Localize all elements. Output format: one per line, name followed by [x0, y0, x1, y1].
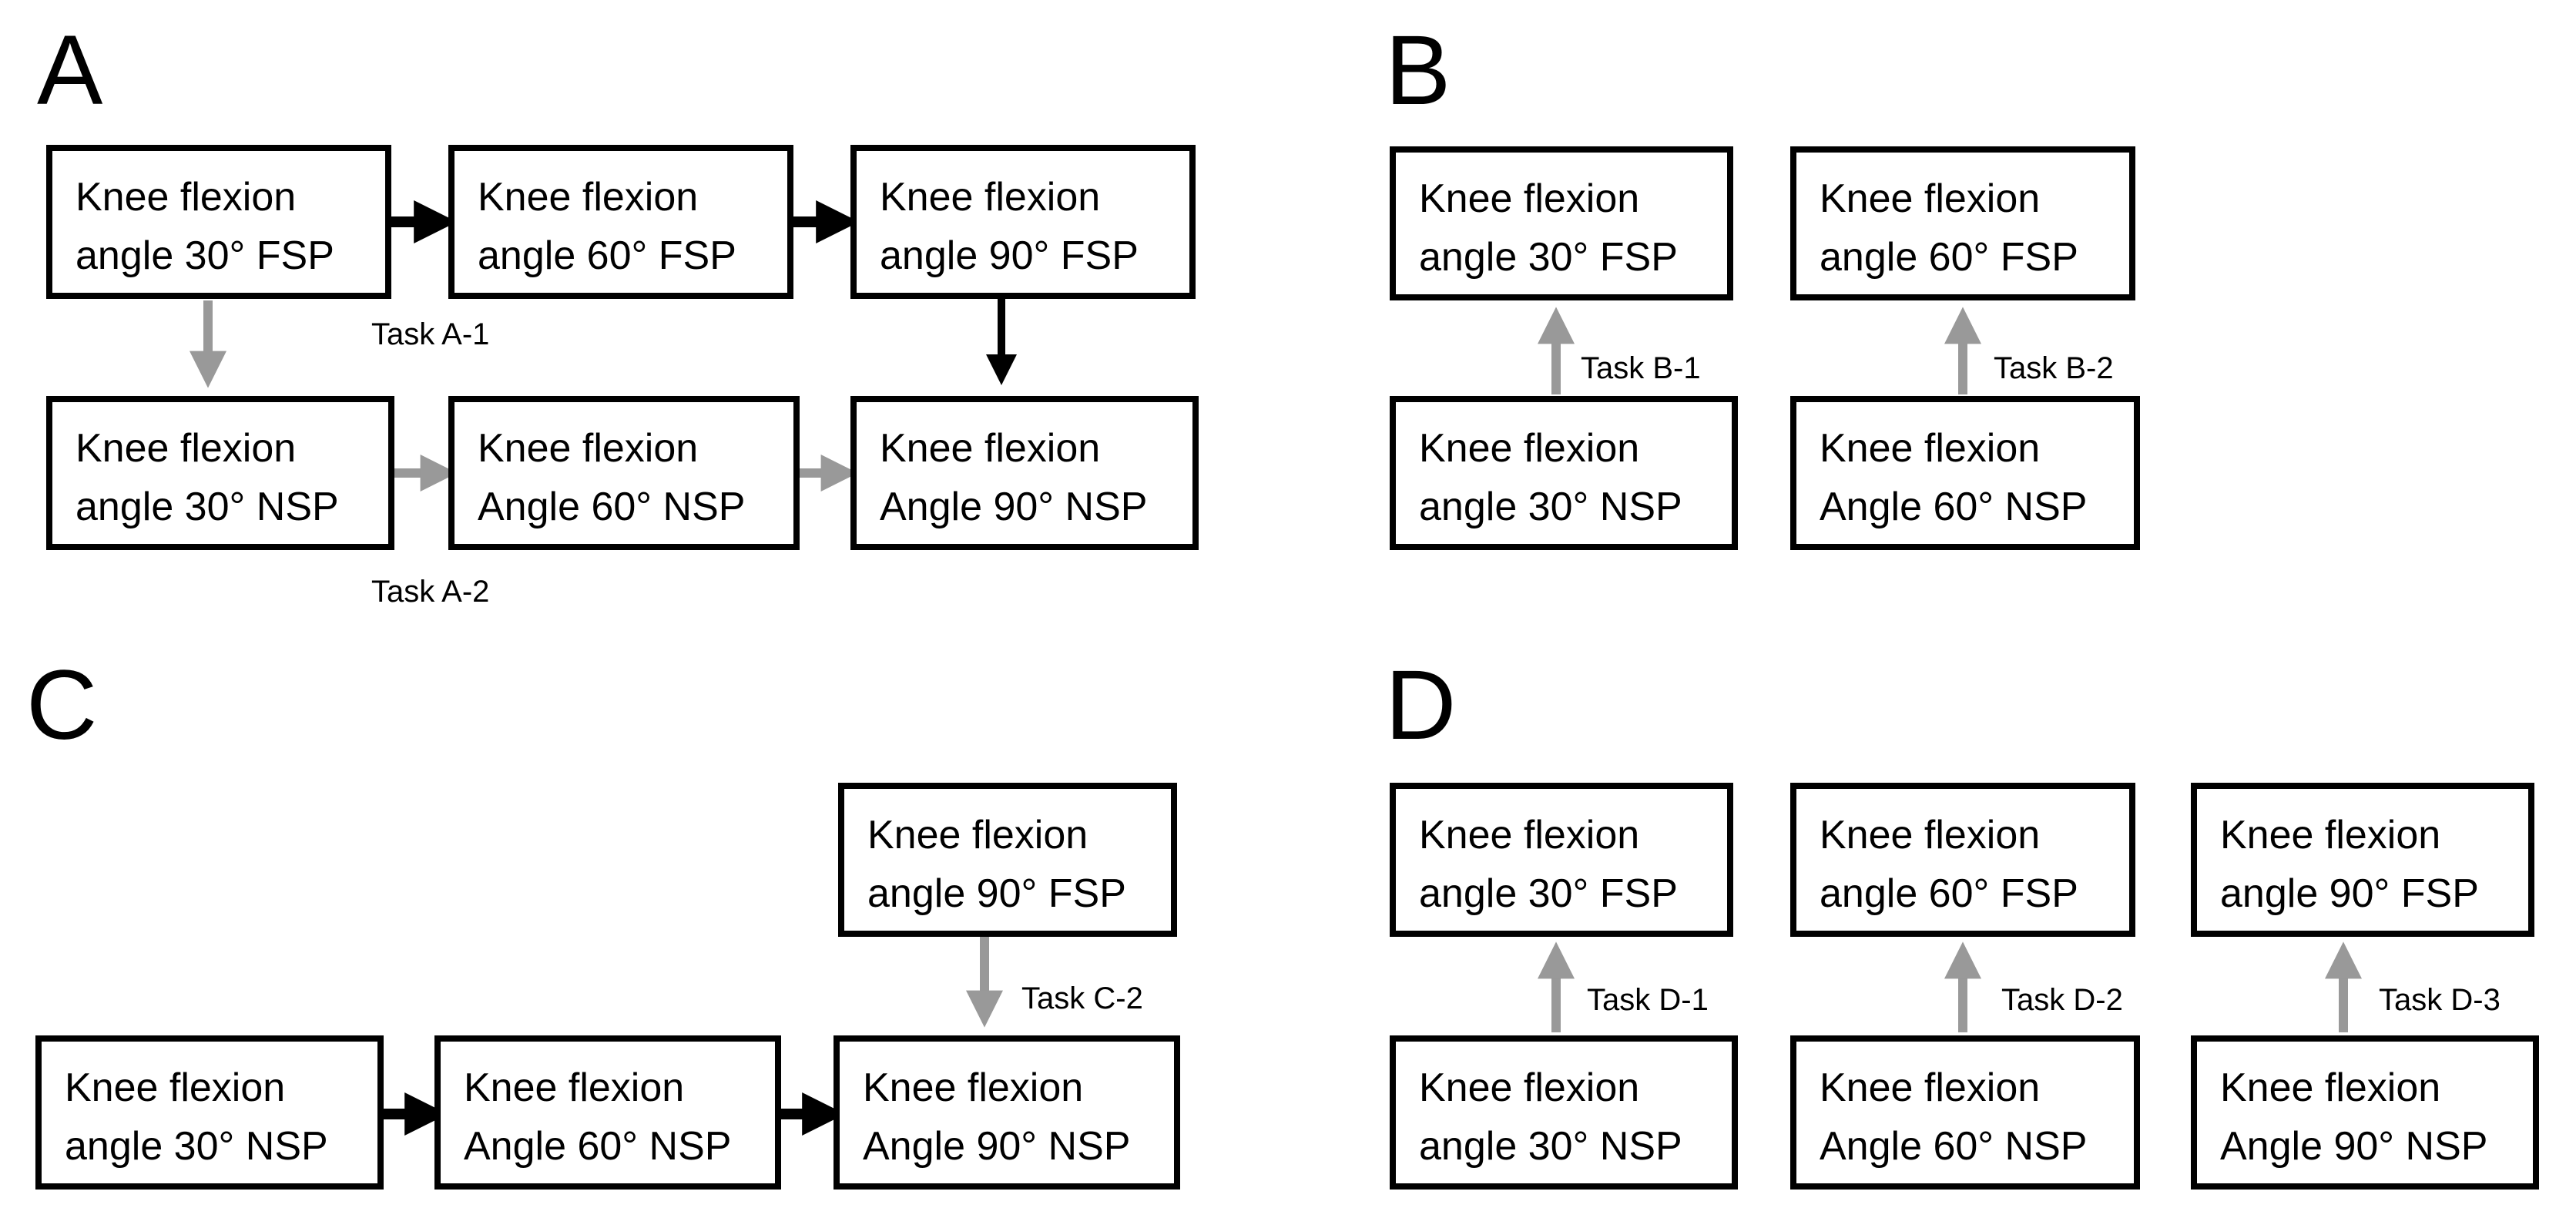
box-line2: angle 90° FSP — [867, 871, 1126, 916]
box-line1: Knee flexion — [2220, 1065, 2441, 1110]
panel-d-letter: D — [1385, 650, 1457, 760]
box-line1: Knee flexion — [1419, 1065, 1640, 1110]
task-b-1-label: Task B-1 — [1581, 351, 1701, 385]
task-d-1-label: Task D-1 — [1587, 983, 1709, 1017]
box-line2: angle 30° NSP — [1419, 1124, 1682, 1169]
panel-d-box-90-fsp: Knee flexion angle 90° FSP — [2191, 783, 2534, 937]
panel-c-box-90-nsp: Knee flexion Angle 90° NSP — [834, 1035, 1180, 1190]
panel-b-box-60-fsp: Knee flexion angle 60° FSP — [1790, 146, 2135, 300]
task-d-3-label: Task D-3 — [2379, 983, 2501, 1017]
box-line2: Angle 90° NSP — [880, 485, 1148, 529]
panel-a-box-60-nsp: Knee flexion Angle 60° NSP — [448, 396, 800, 550]
panel-a-box-30-fsp: Knee flexion angle 30° FSP — [46, 145, 391, 299]
box-line2: Angle 90° NSP — [2220, 1124, 2488, 1169]
box-line2: Angle 60° NSP — [1820, 1124, 2088, 1169]
box-line2: angle 90° FSP — [880, 233, 1139, 278]
box-line1: Knee flexion — [1419, 426, 1640, 471]
box-line1: Knee flexion — [75, 175, 297, 220]
panel-c-box-60-nsp: Knee flexion Angle 60° NSP — [434, 1035, 781, 1190]
panel-d-box-30-nsp: Knee flexion angle 30° NSP — [1390, 1035, 1738, 1190]
box-line2: Angle 60° NSP — [478, 485, 746, 529]
panel-b-letter: B — [1385, 15, 1451, 126]
panel-b-box-60-nsp: Knee flexion Angle 60° NSP — [1790, 396, 2140, 550]
panel-a-box-60-fsp: Knee flexion angle 60° FSP — [448, 145, 793, 299]
box-line2: angle 60° FSP — [1820, 235, 2078, 280]
box-line2: angle 90° FSP — [2220, 871, 2479, 916]
panel-c-box-90-fsp: Knee flexion angle 90° FSP — [838, 783, 1177, 937]
box-line1: Knee flexion — [880, 175, 1101, 220]
box-line1: Knee flexion — [1419, 813, 1640, 857]
box-line2: angle 60° FSP — [1820, 871, 2078, 916]
box-line2: angle 30° FSP — [1419, 235, 1678, 280]
box-line2: angle 30° NSP — [1419, 485, 1682, 529]
box-line2: angle 30° FSP — [1419, 871, 1678, 916]
panel-a-box-90-nsp: Knee flexion Angle 90° NSP — [850, 396, 1199, 550]
box-line1: Knee flexion — [478, 426, 699, 471]
box-line1: Knee flexion — [478, 175, 699, 220]
panel-d-box-60-fsp: Knee flexion angle 60° FSP — [1790, 783, 2135, 937]
box-line1: Knee flexion — [1820, 176, 2041, 221]
box-line1: Knee flexion — [863, 1065, 1084, 1110]
task-b-2-label: Task B-2 — [1994, 351, 2114, 385]
panel-a-letter: A — [37, 15, 103, 126]
box-line2: Angle 60° NSP — [464, 1124, 732, 1169]
task-a-2-label: Task A-2 — [371, 575, 490, 609]
box-line1: Knee flexion — [1419, 176, 1640, 221]
box-line2: Angle 90° NSP — [863, 1124, 1131, 1169]
box-line1: Knee flexion — [75, 426, 297, 471]
box-line1: Knee flexion — [1820, 1065, 2041, 1110]
panel-a-box-30-nsp: Knee flexion angle 30° NSP — [46, 396, 394, 550]
panel-b-box-30-nsp: Knee flexion angle 30° NSP — [1390, 396, 1738, 550]
panel-c-box-30-nsp: Knee flexion angle 30° NSP — [35, 1035, 384, 1190]
box-line1: Knee flexion — [880, 426, 1101, 471]
task-d-2-label: Task D-2 — [2001, 983, 2123, 1017]
box-line1: Knee flexion — [65, 1065, 286, 1110]
box-line1: Knee flexion — [1820, 813, 2041, 857]
panel-c-letter: C — [26, 650, 98, 760]
panel-a-box-90-fsp: Knee flexion angle 90° FSP — [850, 145, 1196, 299]
box-line2: Angle 60° NSP — [1820, 485, 2088, 529]
panel-b-box-30-fsp: Knee flexion angle 30° FSP — [1390, 146, 1733, 300]
box-line2: angle 60° FSP — [478, 233, 736, 278]
box-line1: Knee flexion — [2220, 813, 2441, 857]
panel-d-box-90-nsp: Knee flexion Angle 90° NSP — [2191, 1035, 2539, 1190]
box-line2: angle 30° NSP — [75, 485, 339, 529]
task-a-1-label: Task A-1 — [371, 317, 490, 351]
box-line1: Knee flexion — [464, 1065, 685, 1110]
box-line2: angle 30° NSP — [65, 1124, 328, 1169]
box-line1: Knee flexion — [867, 813, 1088, 857]
panel-d-box-30-fsp: Knee flexion angle 30° FSP — [1390, 783, 1733, 937]
panel-d-box-60-nsp: Knee flexion Angle 60° NSP — [1790, 1035, 2140, 1190]
box-line2: angle 30° FSP — [75, 233, 334, 278]
box-line1: Knee flexion — [1820, 426, 2041, 471]
task-c-2-label: Task C-2 — [1021, 982, 1143, 1015]
